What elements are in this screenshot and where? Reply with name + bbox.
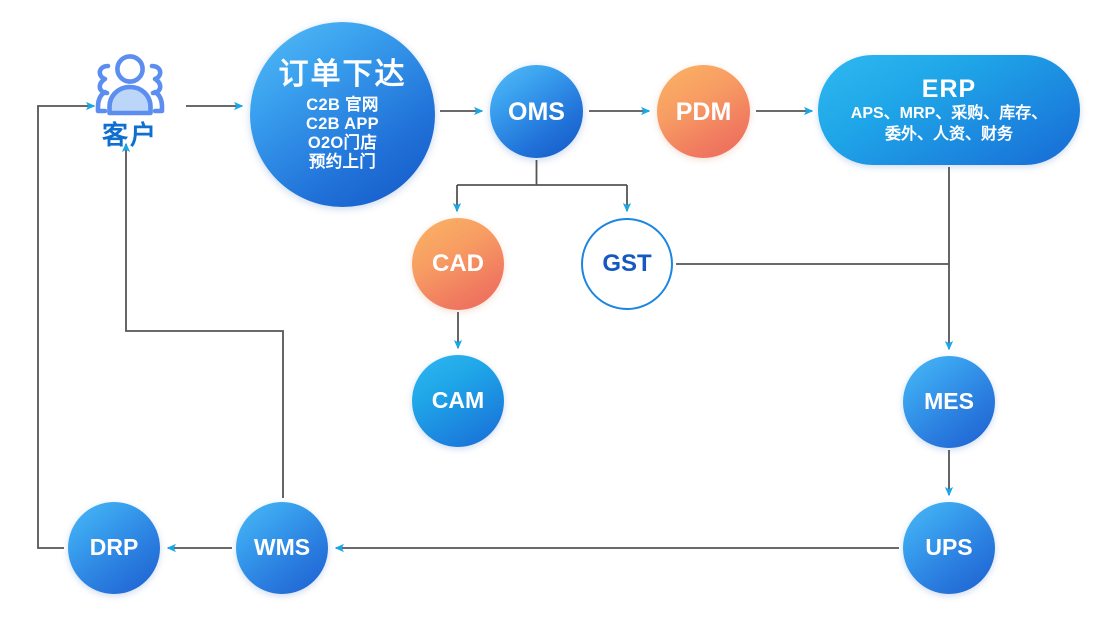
node-ups-label: UPS <box>925 534 973 561</box>
node-cad-label: CAD <box>432 249 484 277</box>
node-oms-label: OMS <box>508 97 565 126</box>
node-gst[interactable]: GST <box>581 218 673 310</box>
node-cam-label: CAM <box>431 387 485 414</box>
node-drp[interactable]: DRP <box>68 502 160 594</box>
node-erp-sub-2: 委外、人资、财务 <box>884 125 1013 143</box>
node-wms-label: WMS <box>253 534 311 561</box>
node-oms[interactable]: OMS <box>490 65 583 158</box>
node-erp-sub-1: APS、MRP、采购、库存、 <box>850 104 1048 122</box>
node-customer-label: 客户 <box>101 120 158 150</box>
node-order-sub-3: O2O门店 <box>307 133 378 152</box>
node-pdm-label: PDM <box>675 97 732 126</box>
edge-wms-customer <box>121 142 284 498</box>
node-cam[interactable]: CAM <box>412 355 504 447</box>
people-group-icon <box>92 52 168 118</box>
node-order-sublist: C2B 官网 C2B APP O2O门店 预约上门 <box>306 95 379 171</box>
node-order-sub-2: C2B APP <box>305 114 379 133</box>
node-order-placement[interactable]: 订单下达 C2B 官网 C2B APP O2O门店 预约上门 <box>250 22 435 207</box>
edge-drp-customer <box>37 101 96 549</box>
node-ups[interactable]: UPS <box>903 502 995 594</box>
node-order-sub-4: 预约上门 <box>308 152 377 171</box>
node-mes-label: MES <box>924 388 974 415</box>
node-erp[interactable]: ERP APS、MRP、采购、库存、 委外、人资、财务 <box>818 55 1080 165</box>
node-cad[interactable]: CAD <box>412 218 504 310</box>
node-erp-title: ERP <box>921 74 977 103</box>
node-order-title: 订单下达 <box>278 57 407 91</box>
node-pdm[interactable]: PDM <box>657 65 750 158</box>
node-order-sub-1: C2B 官网 <box>306 95 379 114</box>
node-mes[interactable]: MES <box>903 356 995 448</box>
node-wms[interactable]: WMS <box>236 502 328 594</box>
node-erp-sublist: APS、MRP、采购、库存、 委外、人资、财务 <box>851 104 1047 146</box>
node-customer[interactable]: 客户 <box>78 52 182 164</box>
node-gst-label: GST <box>602 249 652 277</box>
node-drp-label: DRP <box>89 534 139 561</box>
